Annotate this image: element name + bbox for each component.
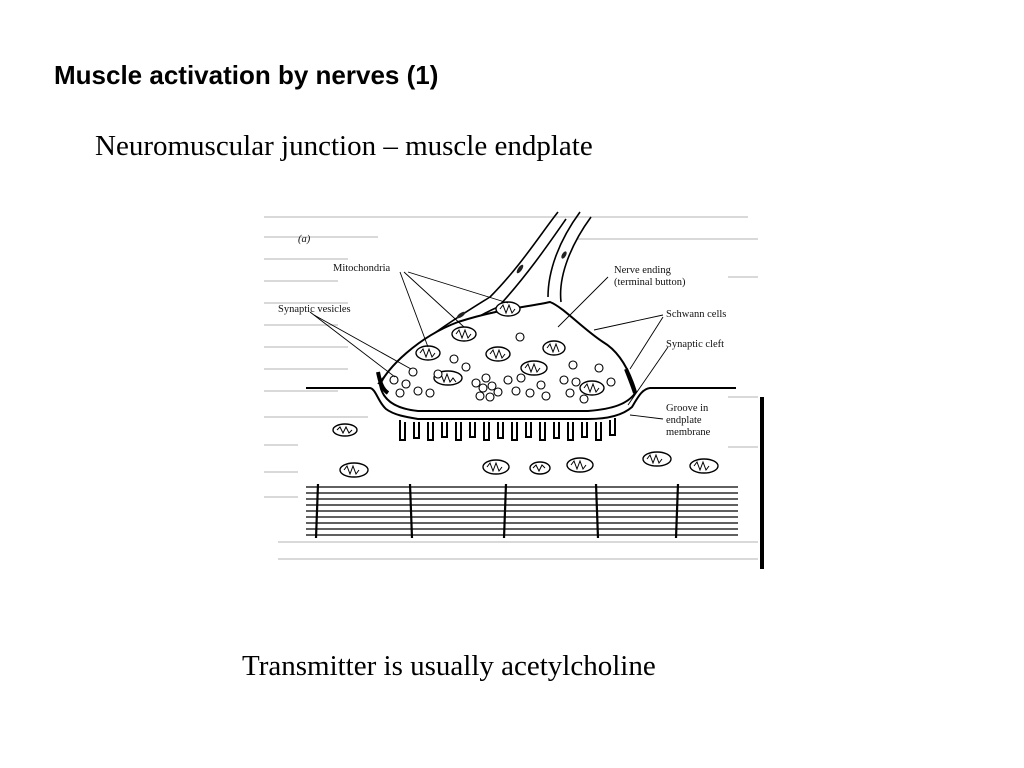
scan-texture <box>264 216 758 560</box>
label-synaptic-vesicles: Synaptic vesicles <box>278 304 351 315</box>
myofibrils <box>306 486 738 536</box>
label-groove-in: Groove in <box>666 403 709 414</box>
slide-subtitle: Neuromuscular junction – muscle endplate <box>95 130 593 162</box>
junctional-folds <box>399 418 616 441</box>
synaptic-vesicles <box>389 332 616 404</box>
label-nerve-ending: Nerve ending <box>614 265 672 276</box>
neuromuscular-junction-diagram: (a) Mitochondria Synaptic vesicles Nerve… <box>258 197 764 569</box>
label-schwann-cells: Schwann cells <box>666 309 726 320</box>
mitochondria-cristae <box>419 303 600 394</box>
muscle-cristae <box>336 425 710 476</box>
label-endplate: endplate <box>666 415 702 426</box>
diagram-svg: (a) Mitochondria Synaptic vesicles Nerve… <box>258 197 764 569</box>
label-mitochondria: Mitochondria <box>333 263 390 274</box>
leader-lines <box>309 271 669 420</box>
z-lines <box>314 483 680 539</box>
slide-title: Muscle activation by nerves (1) <box>54 60 439 90</box>
endplate-membrane <box>306 387 736 420</box>
label-membrane: membrane <box>666 427 711 438</box>
panel-label: (a) <box>298 234 311 245</box>
label-synaptic-cleft: Synaptic cleft <box>666 339 724 350</box>
label-terminal-button: (terminal button) <box>614 277 686 288</box>
slide-caption: Transmitter is usually acetylcholine <box>242 650 656 682</box>
